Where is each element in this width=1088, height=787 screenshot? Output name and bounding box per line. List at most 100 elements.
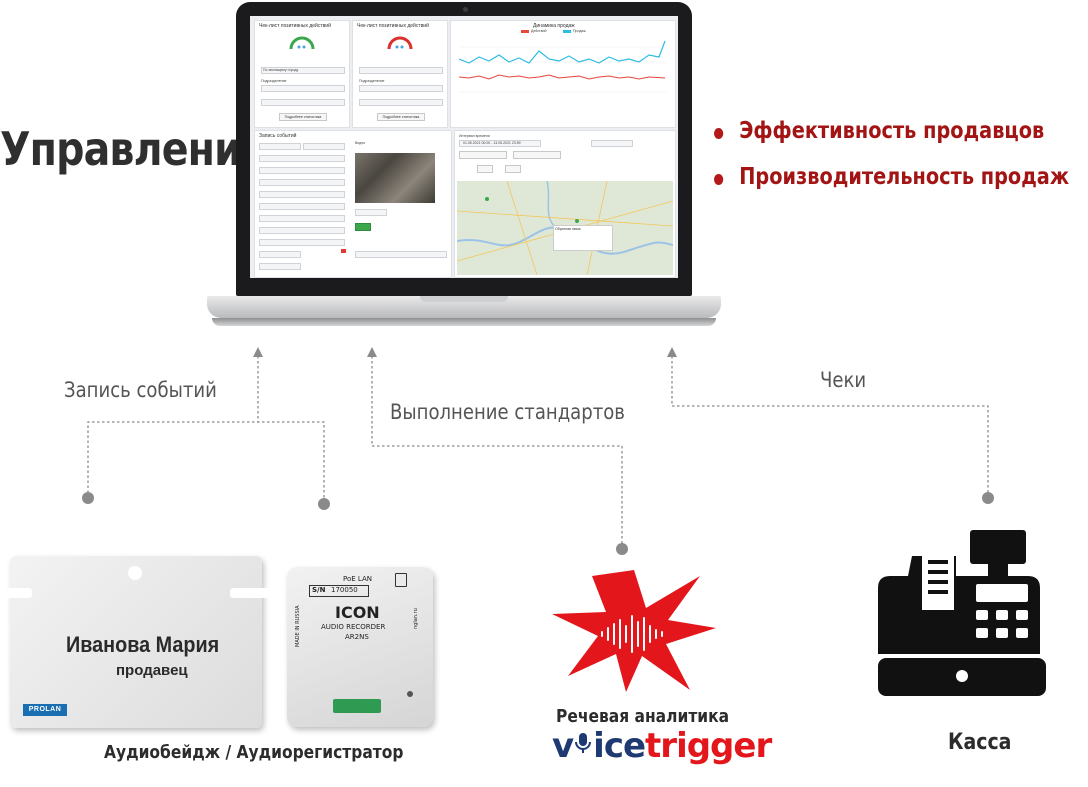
form-field[interactable] xyxy=(259,143,301,150)
legend-label: Действий xyxy=(531,29,547,33)
benefit-text: Производительность продаж xyxy=(739,164,1070,190)
toggle-icon[interactable] xyxy=(341,249,346,253)
map-tool-button[interactable] xyxy=(505,165,521,173)
line-chart xyxy=(459,40,667,93)
recorder-site-label: nglan.ru xyxy=(413,608,419,629)
legend-label: Продаж xyxy=(573,29,586,33)
gauge-green-icon xyxy=(289,36,315,50)
form-field[interactable] xyxy=(355,209,387,216)
bullet-dot-icon xyxy=(714,128,724,139)
recorder-brand: ICON xyxy=(335,603,380,622)
bullet-dot-icon xyxy=(714,174,724,185)
benefit-text: Эффективность продавцов xyxy=(739,118,1045,144)
logo-part-ice: ice xyxy=(593,726,646,766)
form-field[interactable] xyxy=(259,215,345,222)
audio-recorder: PoE LAN S/N 170050 ICON AUDIO RECORDER A… xyxy=(287,567,433,727)
video-frame[interactable] xyxy=(355,153,435,203)
video-label: Видео xyxy=(355,141,366,145)
checklist-panel-a: Чек-лист позитивных действий По звонящем… xyxy=(254,20,350,128)
form-field[interactable] xyxy=(355,251,447,258)
panel-title: Чек-лист позитивных действий xyxy=(357,23,429,29)
badge-recorder-label: Аудиобейдж / Аудиорегистратор xyxy=(104,742,404,763)
badge-slot xyxy=(6,588,32,598)
form-field[interactable] xyxy=(259,155,345,162)
logo-part-v: v xyxy=(552,726,574,766)
details-button[interactable]: Подробнее статистика xyxy=(377,113,425,121)
group-select[interactable] xyxy=(261,85,345,92)
laptop-notch xyxy=(420,296,508,302)
map-popup: Обратная связь xyxy=(553,225,613,251)
gauge-red-icon xyxy=(387,36,413,50)
flow-label-receipts: Чеки xyxy=(820,368,867,392)
recorder-poe-label: PoE LAN xyxy=(343,575,372,583)
search-field[interactable] xyxy=(359,67,443,74)
form-field[interactable] xyxy=(259,191,345,198)
recorder-port-icon xyxy=(395,573,407,587)
recorder-model-line: AUDIO RECORDER xyxy=(321,623,386,631)
flow-label-events: Запись событий xyxy=(64,378,217,402)
badge-role: продавец xyxy=(116,662,188,679)
form-field[interactable] xyxy=(259,179,345,186)
speech-analytics-caption: Речевая аналитика xyxy=(556,706,730,727)
prolan-logo: PROLAN xyxy=(23,704,67,716)
form-field[interactable] xyxy=(259,263,301,270)
filter-select[interactable] xyxy=(359,99,443,106)
date-range-value: 01.05.2021 00:00 - 13.05.2021 23:59 xyxy=(463,141,521,145)
search-placeholder: По звонящему городу xyxy=(263,68,299,72)
form-field[interactable] xyxy=(259,227,345,234)
microphone-icon xyxy=(573,733,593,759)
period-label: Интервал времени xyxy=(459,134,490,138)
panel-title: Чек-лист позитивных действий xyxy=(259,23,331,29)
search-field[interactable] xyxy=(261,67,345,74)
form-field[interactable] xyxy=(303,143,345,150)
filter-select[interactable] xyxy=(261,99,345,106)
laptop-screen: Чек-лист позитивных действий По звонящем… xyxy=(250,16,678,278)
save-button[interactable] xyxy=(355,223,371,231)
badge-slot xyxy=(230,588,270,598)
register-label: Касса xyxy=(948,730,1012,755)
event-form-panel: Запись событий Видео xyxy=(254,130,452,278)
heading: Управление: xyxy=(0,122,283,176)
recorder-sn-label: S/N xyxy=(312,586,326,594)
sales-chart-panel: Динамика продаж Действий Продаж xyxy=(450,20,676,128)
form-field[interactable] xyxy=(259,203,345,210)
logo-part-trigger: trigger xyxy=(645,726,772,766)
recorder-sn-box xyxy=(309,585,369,597)
laptop-base xyxy=(207,296,721,318)
legend-swatch-red xyxy=(521,30,529,33)
flow-label-standards: Выполнение стандартов xyxy=(390,400,625,424)
badge-name: Иванова Мария xyxy=(66,632,220,657)
laptop-base-shadow xyxy=(212,318,716,326)
form-field[interactable] xyxy=(259,239,345,246)
recorder-model-code: AR2NS xyxy=(345,633,369,641)
panel-title: Запись событий xyxy=(259,133,297,139)
recorder-sn-value: 170050 xyxy=(331,586,358,594)
group-select[interactable] xyxy=(359,85,443,92)
legend-swatch-blue xyxy=(563,30,571,33)
speech-burst-icon xyxy=(552,570,716,692)
cash-register-icon xyxy=(878,530,1046,696)
details-button[interactable]: Подробнее статистика xyxy=(279,113,327,121)
date-range-field[interactable] xyxy=(459,140,541,147)
form-field[interactable] xyxy=(259,167,345,174)
map[interactable]: Обратная связь xyxy=(457,181,673,275)
form-field[interactable] xyxy=(259,251,301,258)
recorder-screw xyxy=(407,691,413,697)
map-tool-button[interactable] xyxy=(477,165,493,173)
map-panel: Интервал времени 01.05.2021 00:00 - 13.0… xyxy=(454,130,676,278)
badge-hole xyxy=(128,566,142,580)
filter-button[interactable] xyxy=(513,151,561,159)
terminal-block xyxy=(333,699,381,713)
filter-button[interactable] xyxy=(459,151,507,159)
group-label: Подразделение xyxy=(261,79,287,83)
map-popup-title: Обратная связь xyxy=(555,227,581,231)
webcam-icon xyxy=(463,7,468,12)
group-label: Подразделение xyxy=(359,79,385,83)
recorder-made-label: MADE IN RUSSIA xyxy=(295,605,301,647)
chart-title: Динамика продаж xyxy=(533,23,575,29)
filter-select[interactable] xyxy=(591,140,633,147)
checklist-panel-b: Чек-лист позитивных действий Подразделен… xyxy=(352,20,448,128)
audio-badge: Иванова Мария продавец PROLAN xyxy=(6,556,270,728)
